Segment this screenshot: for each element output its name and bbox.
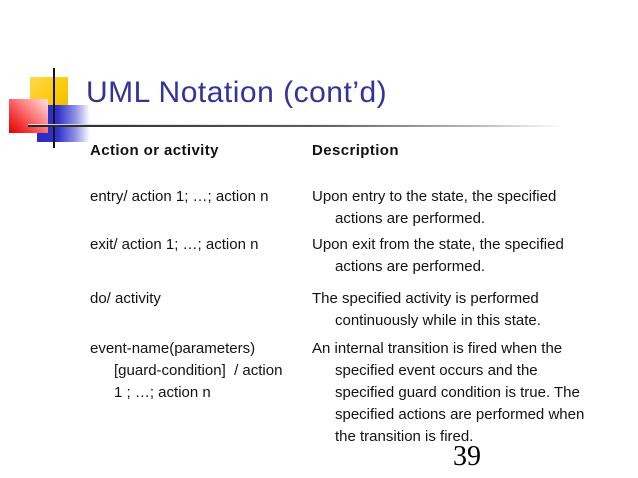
description-cell: An internal transition is fired when the…	[312, 340, 585, 445]
action-cell: do/ activity	[90, 290, 161, 307]
action-cell: exit/ action 1; …; action n	[90, 236, 259, 253]
logo-red-square	[9, 99, 48, 133]
action-cell: event-name(parameters) [guard-condition]…	[90, 340, 283, 401]
action-cell: entry/ action 1; …; action n	[90, 188, 269, 205]
slide-title: UML Notation (cont’d)	[86, 76, 388, 109]
page-number: 39	[453, 441, 481, 472]
description-cell: The specified activity is performed cont…	[312, 290, 541, 329]
column-header-action: Action or activity	[90, 142, 219, 159]
logo-vertical-line	[53, 68, 55, 148]
title-underline	[28, 124, 604, 127]
description-cell: Upon entry to the state, the specified a…	[312, 188, 557, 227]
description-cell: Upon exit from the state, the specified …	[312, 236, 564, 275]
column-header-description: Description	[312, 142, 399, 159]
